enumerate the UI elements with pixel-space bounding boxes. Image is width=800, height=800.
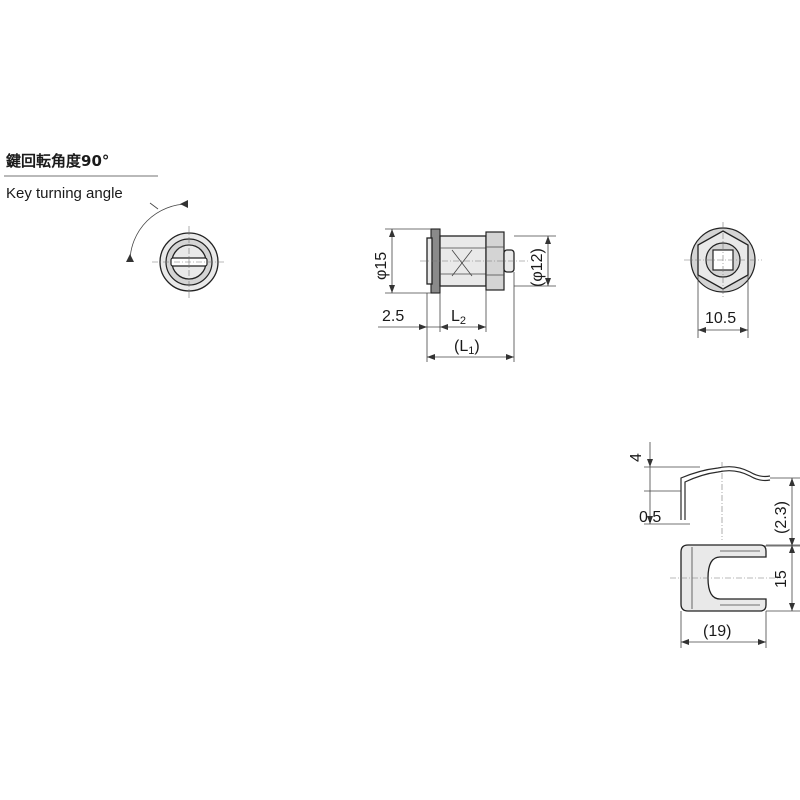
af-arrow-left bbox=[698, 327, 706, 333]
clip-side-profile bbox=[680, 466, 771, 520]
dia15-arrow-bottom bbox=[389, 285, 395, 293]
l19-label: (19) bbox=[703, 623, 731, 640]
key-angle-label-jp: 鍵回転角度90° bbox=[6, 152, 109, 170]
body-hatch-2 bbox=[451, 249, 473, 277]
key-angle-leader bbox=[149, 202, 159, 210]
dim25-arrow-a bbox=[419, 324, 427, 330]
dia12-arrow-bottom bbox=[545, 278, 551, 286]
h4-label: 4 bbox=[628, 453, 645, 462]
off-arrow-top bbox=[789, 478, 795, 486]
off-arrow-bottom bbox=[789, 538, 795, 546]
h4-arrow bbox=[647, 459, 653, 467]
angle-arrow-top bbox=[180, 200, 188, 208]
end-view: 10.5 bbox=[684, 222, 762, 338]
t05-label: 0.5 bbox=[639, 509, 661, 526]
l2-arrow-b bbox=[478, 324, 486, 330]
off-label: (2.3) bbox=[773, 501, 790, 534]
clip-fork bbox=[680, 544, 767, 612]
side-view: φ15 (φ12) 2.5 L2 (L1) bbox=[373, 228, 556, 362]
t05-arrow bbox=[647, 516, 653, 524]
af-label: 10.5 bbox=[705, 310, 736, 327]
l1-arrow-b bbox=[506, 354, 514, 360]
dia15-label: φ15 bbox=[373, 252, 390, 280]
turning-angle-arc bbox=[129, 203, 189, 263]
dia15-arrow-top bbox=[389, 229, 395, 237]
dim25-label: 2.5 bbox=[382, 308, 404, 325]
front-view: 鍵回転角度90° Key turning angle bbox=[4, 152, 226, 298]
l2-label: L2 bbox=[451, 308, 466, 327]
l1-label: (L1) bbox=[454, 338, 480, 357]
l1-arrow-a bbox=[427, 354, 435, 360]
l19-arrow-right bbox=[758, 639, 766, 645]
dia12-arrow-top bbox=[545, 236, 551, 244]
af-arrow-right bbox=[740, 327, 748, 333]
l19-arrow-left bbox=[681, 639, 689, 645]
angle-arrow-bottom bbox=[126, 254, 134, 262]
w15-arrow-bottom bbox=[789, 603, 795, 611]
dia12-label: (φ12) bbox=[529, 248, 546, 287]
key-angle-label-en: Key turning angle bbox=[6, 185, 123, 202]
clip-views: 4 0.5 (2.3) 15 (19) bbox=[628, 442, 800, 648]
clip-side-profile-inner bbox=[684, 470, 771, 520]
w15-label: 15 bbox=[773, 570, 790, 588]
w15-arrow-top bbox=[789, 545, 795, 553]
